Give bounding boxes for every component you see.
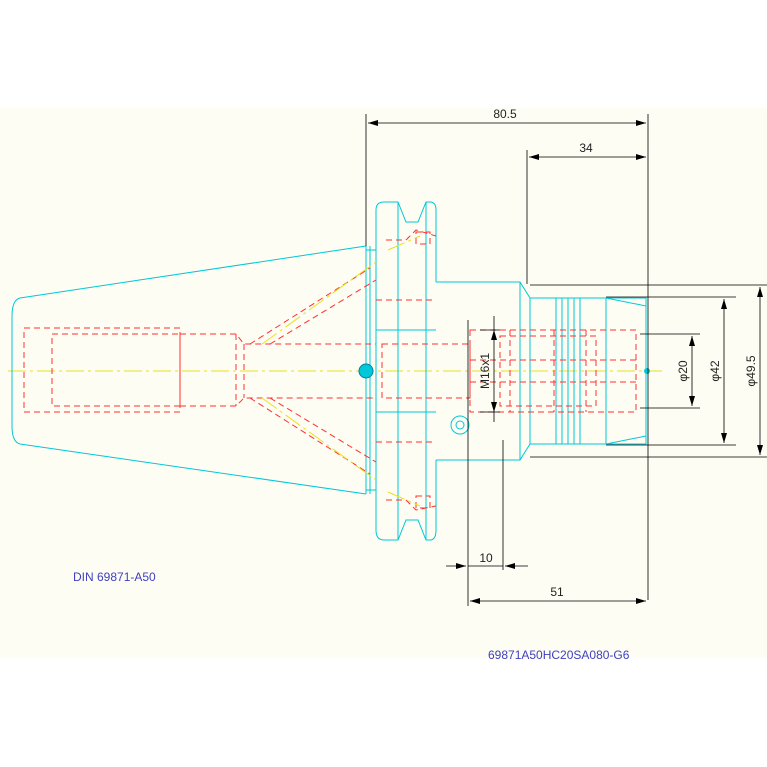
gauge-point	[358, 363, 374, 379]
drive-slot-centerlines	[261, 235, 421, 507]
dim-shoulder-gap-text: 10	[479, 551, 493, 565]
dim-nose-diameter: φ49.5	[530, 284, 767, 458]
dim-nose-length: 34	[526, 141, 646, 284]
part-number-label: 69871A50HC20SA080-G6	[488, 648, 630, 662]
dim-collet-depth: 51	[470, 585, 646, 604]
dim-bore-diameter: φ20	[640, 333, 700, 409]
taper-shank	[11, 245, 371, 495]
drawing-sheet	[0, 108, 767, 658]
dim-thread-text: M16x1	[478, 353, 492, 389]
flange	[366, 201, 437, 541]
dim-shoulder-gap: 10	[446, 320, 528, 606]
dim-total-length: 80.5	[365, 107, 649, 600]
dim-body-diameter-text: φ42	[708, 360, 722, 381]
dim-total-length-text: 80.5	[493, 107, 517, 121]
dim-collet-depth-text: 51	[550, 585, 564, 599]
dim-nose-diameter-text: φ49.5	[744, 355, 758, 386]
standard-label: DIN 69871-A50	[73, 570, 156, 584]
hidden-features	[23, 229, 637, 511]
dim-bore-diameter-text: φ20	[676, 360, 690, 381]
dim-body-diameter: φ42	[606, 296, 736, 446]
dim-thread: M16x1	[478, 316, 500, 422]
nose-point	[644, 368, 650, 374]
dim-nose-length-text: 34	[579, 141, 593, 155]
